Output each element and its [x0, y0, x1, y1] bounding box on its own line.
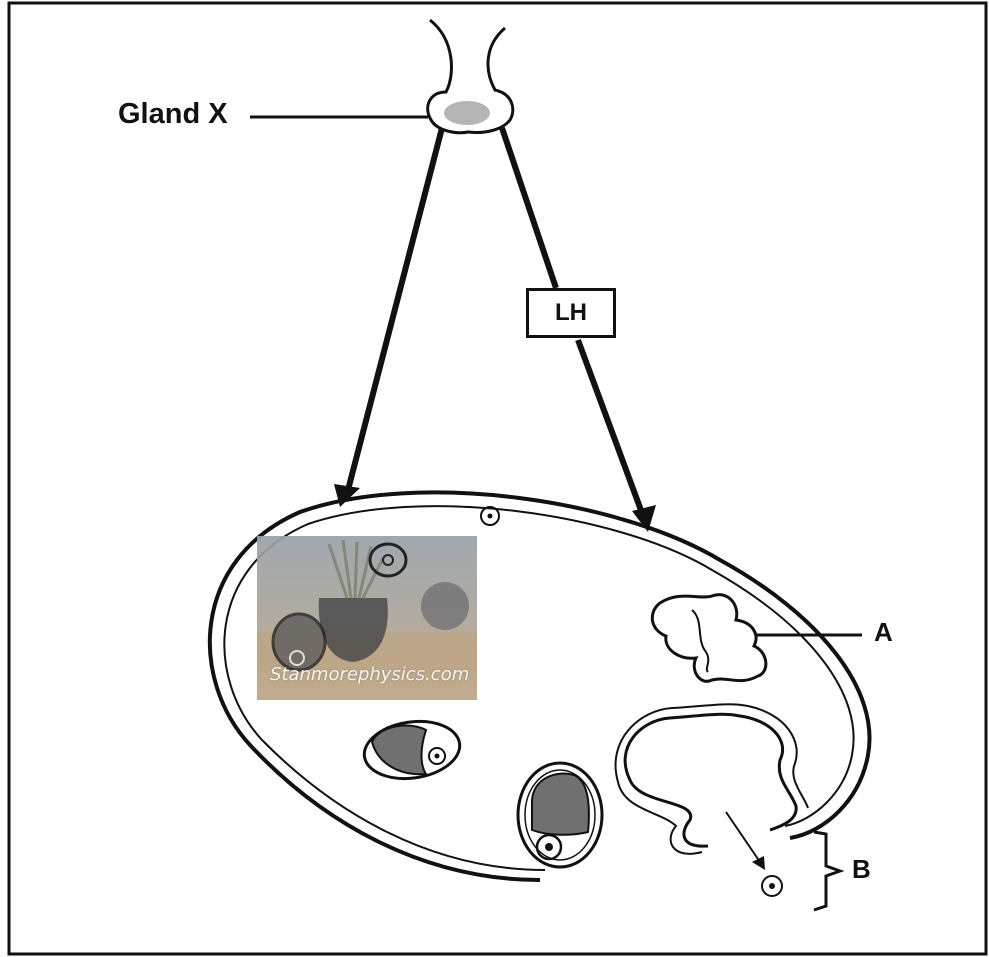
- photo-small-follicle-core: [383, 555, 393, 565]
- released-ovum-nucleus: [769, 883, 775, 889]
- photo-small-follicle: [370, 544, 406, 576]
- graafian-oocyte-nucleus: [545, 843, 553, 851]
- lh-label-box: LH: [526, 288, 616, 338]
- lh-arrow-upper: [502, 128, 556, 288]
- left-hormone-arrow: [348, 128, 442, 490]
- structure-a: [652, 595, 766, 682]
- label-b: B: [852, 854, 871, 885]
- gland-x-label: Gland X: [118, 98, 228, 131]
- follicle-1-antrum: [372, 726, 426, 775]
- watermark-text: Stanmorephysics.com: [270, 664, 469, 685]
- photo-follicle-outline: [273, 614, 325, 670]
- graafian-antrum: [532, 774, 589, 835]
- photo-pot-right: [421, 582, 469, 630]
- bracket-b: [814, 832, 840, 910]
- lh-arrow-lower: [578, 340, 642, 513]
- label-a: A: [874, 617, 893, 648]
- primordial-follicle-nucleus: [488, 514, 493, 519]
- ovum-release-arrow: [726, 812, 760, 862]
- follicle-1-oocyte-nucleus: [435, 754, 440, 759]
- gland-x-shape: [444, 101, 490, 125]
- ruptured-follicle: [625, 714, 796, 846]
